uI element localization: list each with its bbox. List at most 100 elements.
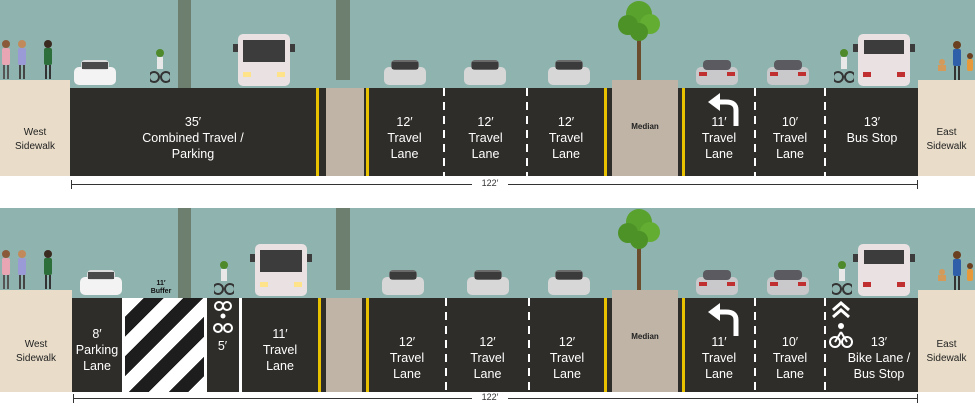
car-icon <box>548 60 590 85</box>
roadway-west <box>70 88 326 176</box>
yellow-line <box>682 298 685 392</box>
cyclist-icon <box>150 49 170 83</box>
car-icon <box>382 270 424 295</box>
median-pole <box>336 0 350 80</box>
segment-label: Travel Lane <box>772 131 808 161</box>
segment-width: 8′ <box>92 327 102 341</box>
lane-divider <box>824 298 826 392</box>
segment-label: Travel Lane <box>772 351 808 381</box>
cyclist-icon <box>834 49 854 83</box>
buffer-text: Buffer <box>150 288 172 295</box>
car-white-icon <box>74 60 116 85</box>
segment-width: 12′ <box>477 115 494 129</box>
segment-width: 11′ <box>711 335 727 349</box>
pedestrians-icon <box>2 250 52 289</box>
yellow-line <box>682 88 685 176</box>
median-label: Median <box>631 122 659 131</box>
dimension-tick <box>917 394 918 403</box>
roadway-center <box>362 298 612 392</box>
segment-width: 13′ <box>870 335 888 349</box>
east-sidewalk <box>918 290 975 392</box>
car-red-icon <box>696 270 738 295</box>
median-pole <box>336 208 350 290</box>
lane-divider <box>445 298 447 392</box>
street-pole <box>178 208 191 298</box>
yellow-line <box>604 88 607 176</box>
segment-width: 10′ <box>781 115 799 129</box>
dimension-tick <box>71 180 72 189</box>
bus-icon <box>250 244 312 296</box>
segment-label: Travel Lane <box>470 351 505 381</box>
yellow-line <box>316 88 319 176</box>
segment-label: Travel Lane <box>262 343 298 373</box>
segment-width: 12′ <box>398 335 416 349</box>
tree-icon <box>618 1 660 86</box>
segment-width: 12′ <box>479 335 496 349</box>
lane-divider <box>443 88 445 176</box>
segment-label: West Sidewalk <box>15 339 57 364</box>
segment-label: Travel Lane <box>468 131 503 161</box>
cyclist-icon <box>832 261 852 295</box>
car-icon <box>384 60 426 85</box>
segment-width: 11′ <box>711 115 727 129</box>
street-pole <box>178 0 191 88</box>
car-icon <box>548 270 590 295</box>
car-red-icon <box>767 60 809 85</box>
lane-divider <box>528 298 530 392</box>
segment-width: 13′ <box>863 115 881 129</box>
lane-divider <box>824 88 826 176</box>
east-sidewalk <box>918 80 975 176</box>
segment-width: 12′ <box>558 335 576 349</box>
segment-label: Bike Lane / Bus Stop <box>847 351 911 381</box>
buffer-hatch <box>124 298 204 392</box>
tree-icon <box>618 209 660 296</box>
dimension-tick <box>917 180 918 189</box>
existing-cross-section: West Sidewalk 35′ Combined Travel / Park… <box>0 0 975 202</box>
segment-label: West Sidewalk <box>14 127 56 152</box>
proposed-cross-section: 11′ Buffer <box>0 208 975 407</box>
segment-width: 10′ <box>781 335 799 349</box>
bike-lane <box>204 298 240 392</box>
segment-label: Travel Lane <box>387 131 422 161</box>
yellow-line <box>318 298 321 392</box>
total-width-label: 122′ <box>472 178 508 188</box>
yellow-line <box>366 88 369 176</box>
lane-edge-line <box>204 298 207 392</box>
segment-label: Parking Lane <box>75 343 119 373</box>
left-turn-arrow-icon <box>708 93 739 126</box>
bike-symbol-icon <box>213 301 233 333</box>
yellow-line <box>604 298 607 392</box>
segment-width: 5′ <box>217 339 228 353</box>
median-strip-west <box>326 298 362 392</box>
segment-width: 12′ <box>396 115 413 129</box>
dimension-tick <box>73 394 74 403</box>
lane-edge-line <box>122 298 125 392</box>
segment-label: Combined Travel / Parking <box>142 131 244 161</box>
car-icon <box>464 60 506 85</box>
segment-width: 11′ <box>272 327 288 341</box>
segment-width: 12′ <box>557 115 575 129</box>
lane-edge-line <box>239 298 242 392</box>
lane-divider <box>754 88 756 176</box>
car-red-icon <box>696 60 738 85</box>
car-white-icon <box>80 270 122 295</box>
segment-label: Bus Stop <box>846 131 898 145</box>
segment-label: Travel Lane <box>389 351 425 381</box>
car-icon <box>467 270 509 295</box>
lane-divider <box>754 298 756 392</box>
segment-label: Travel Lane <box>549 351 585 381</box>
segment-label: East Sidewalk <box>926 339 967 364</box>
median-strip <box>612 80 678 176</box>
median-strip <box>612 290 678 392</box>
segment-label: Travel Lane <box>701 131 737 161</box>
total-width-label: 122′ <box>472 392 508 402</box>
west-sidewalk <box>0 290 72 392</box>
buffer-width: 11′ <box>156 280 166 287</box>
segment-label: East Sidewalk <box>926 127 967 152</box>
bus-icon <box>233 34 295 86</box>
cyclist-icon <box>214 261 234 295</box>
bus-rear-icon <box>853 34 915 86</box>
segment-width: 35′ <box>184 115 202 129</box>
parking-lane <box>72 298 124 392</box>
median-label: Median <box>631 332 659 341</box>
